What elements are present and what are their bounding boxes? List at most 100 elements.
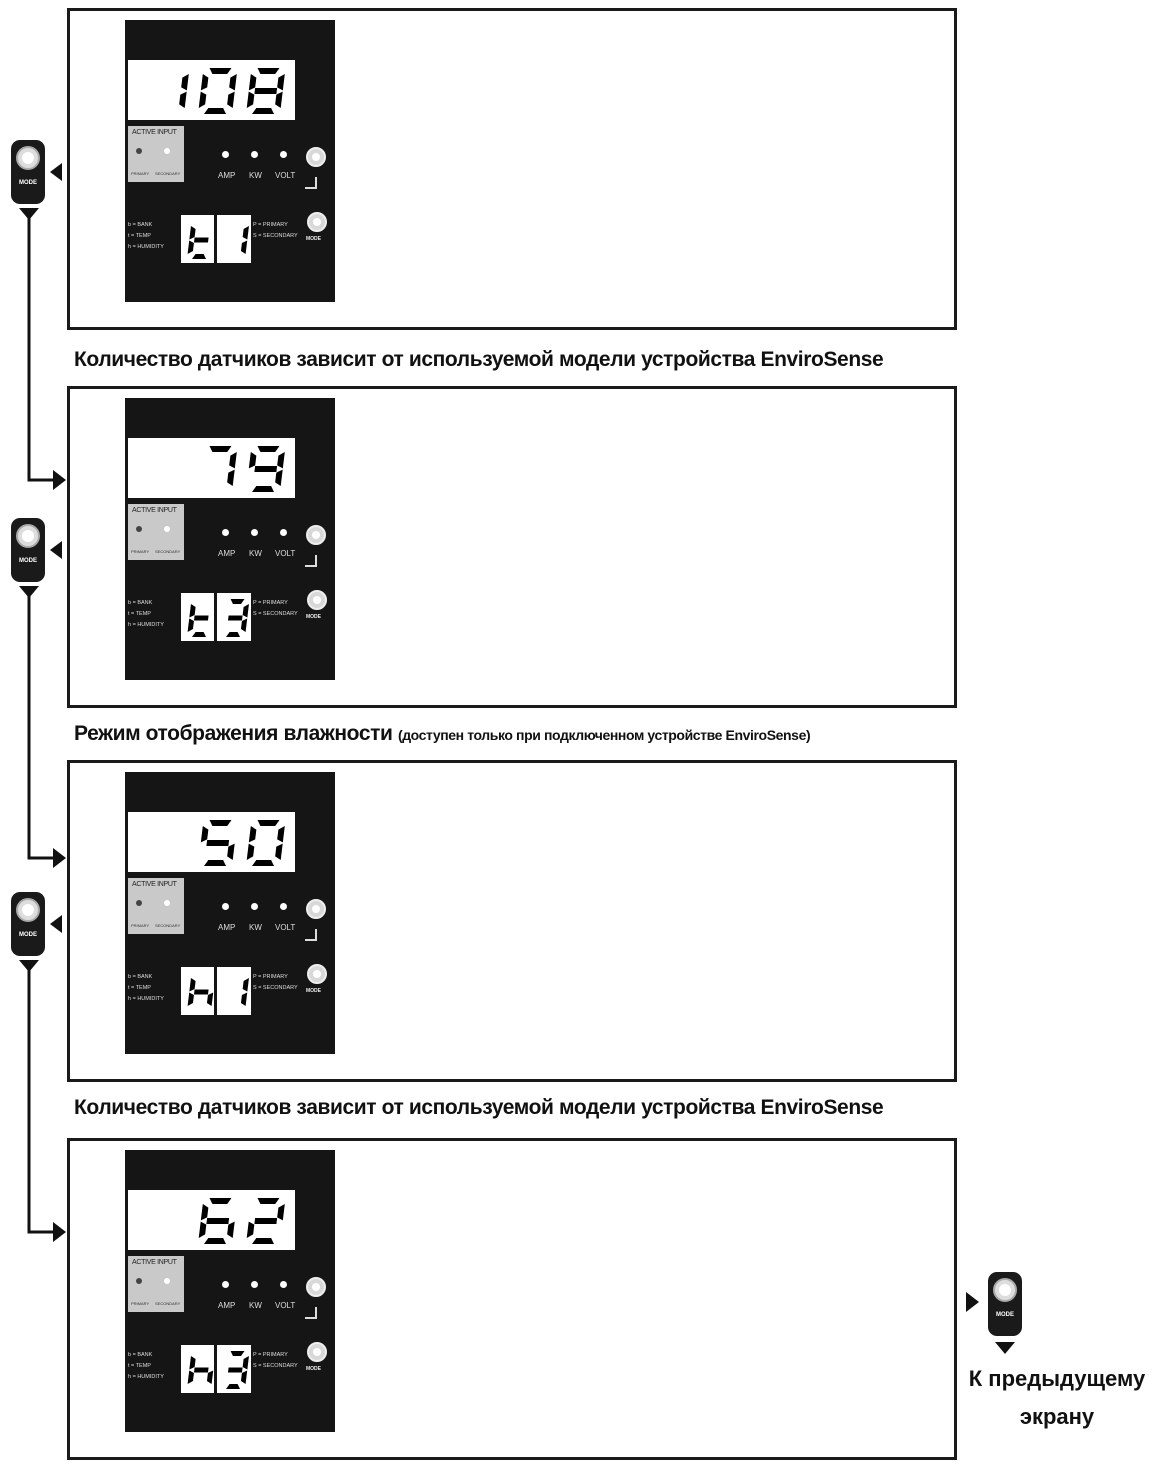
input-legend: P = PRIMARY S = SECONDARY bbox=[253, 600, 298, 617]
device-panel: ACTIVE INPUT PRIMARY SECONDARY AMP KW VO… bbox=[125, 398, 335, 680]
flow-line-1 bbox=[27, 210, 55, 482]
digit-segment-c bbox=[206, 1370, 214, 1384]
primary-led bbox=[136, 1278, 142, 1284]
digit-segment-b bbox=[277, 826, 285, 843]
digit-segment-b bbox=[242, 604, 249, 618]
digit-segment-c bbox=[240, 240, 248, 254]
digit-segment-e bbox=[246, 1221, 255, 1238]
digit-segment-f bbox=[189, 226, 196, 240]
digit-segment-c bbox=[240, 618, 248, 632]
mode-button-2[interactable]: MODE bbox=[11, 518, 45, 582]
mode-knob-icon[interactable] bbox=[307, 1342, 327, 1362]
main-display bbox=[128, 812, 295, 872]
select-knob-icon[interactable] bbox=[306, 525, 326, 545]
secondary-led bbox=[164, 900, 170, 906]
digit-segment-a bbox=[257, 1198, 280, 1204]
digit-segment-f bbox=[248, 452, 257, 469]
digit-segment-f bbox=[189, 978, 196, 992]
mode-button-3[interactable]: MODE bbox=[11, 892, 45, 956]
digit-segment-c bbox=[179, 91, 187, 108]
arrow-right-1 bbox=[53, 470, 66, 490]
digit-segment-d bbox=[204, 1238, 226, 1244]
mode-knob-icon[interactable] bbox=[307, 212, 327, 232]
digit-segment-f bbox=[248, 826, 257, 843]
kw-led bbox=[251, 903, 258, 910]
digit-segment-g bbox=[254, 88, 278, 94]
digit-segment-a bbox=[209, 68, 232, 74]
digit-segment-a bbox=[257, 68, 280, 74]
input-legend: P = PRIMARY S = SECONDARY bbox=[253, 222, 298, 239]
mode-knob-icon[interactable] bbox=[307, 590, 327, 610]
digit-segment-c bbox=[227, 469, 235, 486]
select-knob-icon[interactable] bbox=[306, 147, 326, 167]
small-display-digits bbox=[187, 1345, 249, 1393]
secondary-led bbox=[164, 148, 170, 154]
small-display bbox=[181, 1345, 251, 1393]
digit-segment-g bbox=[254, 1218, 278, 1224]
digit-segment-g bbox=[193, 615, 209, 621]
mode-button-icon bbox=[993, 1278, 1017, 1302]
digit-segment-e bbox=[187, 1370, 194, 1384]
bracket-icon bbox=[305, 929, 317, 941]
active-input-box: ACTIVE INPUT PRIMARY SECONDARY bbox=[128, 878, 184, 934]
input-legend: P = PRIMARY S = SECONDARY bbox=[253, 1352, 298, 1369]
screen-frame-3: ACTIVE INPUT PRIMARY SECONDARY AMP KW VO… bbox=[67, 760, 957, 1082]
small-display-digits bbox=[187, 967, 249, 1015]
active-input-box: ACTIVE INPUT PRIMARY SECONDARY bbox=[128, 1256, 184, 1312]
select-knob-icon[interactable] bbox=[306, 899, 326, 919]
mode-button-icon bbox=[16, 898, 40, 922]
digit-segment-e bbox=[187, 618, 194, 632]
kw-led bbox=[251, 529, 258, 536]
amp-led bbox=[222, 529, 229, 536]
select-knob-icon[interactable] bbox=[306, 1277, 326, 1297]
active-input-box: ACTIVE INPUT PRIMARY SECONDARY bbox=[128, 126, 184, 182]
digit-segment-d bbox=[192, 254, 206, 259]
small-display-divider bbox=[214, 1345, 217, 1393]
flow-line-2 bbox=[27, 588, 55, 860]
digit-segment-b bbox=[229, 74, 237, 91]
kw-led bbox=[251, 1281, 258, 1288]
mode-knob-icon[interactable] bbox=[307, 964, 327, 984]
digit-segment-g bbox=[193, 1367, 209, 1373]
device-panel: ACTIVE INPUT PRIMARY SECONDARY AMP KW VO… bbox=[125, 20, 335, 302]
digit-segment-b bbox=[229, 452, 237, 469]
digit-segment-e bbox=[187, 240, 194, 254]
digit-segment-e bbox=[246, 91, 255, 108]
amp-led bbox=[222, 1281, 229, 1288]
digit-segment-f bbox=[248, 74, 257, 91]
digit-segment-a bbox=[257, 446, 280, 452]
digit-segment-c bbox=[240, 992, 248, 1006]
digit-segment-c bbox=[206, 992, 214, 1006]
flow-line-3 bbox=[27, 962, 55, 1234]
digit-segment-d bbox=[192, 632, 206, 637]
primary-led bbox=[136, 526, 142, 532]
digit-segment-f bbox=[200, 1204, 209, 1221]
digit-segment-d bbox=[226, 632, 240, 637]
small-display bbox=[181, 215, 251, 263]
small-display bbox=[181, 593, 251, 641]
digit-segment-b bbox=[242, 226, 249, 240]
arrow-right-2 bbox=[53, 848, 66, 868]
digit-segment-c bbox=[240, 1370, 248, 1384]
arrow-left-1 bbox=[50, 163, 62, 181]
secondary-led bbox=[164, 1278, 170, 1284]
mode-button-1[interactable]: MODE bbox=[11, 140, 45, 204]
digit-segment-g bbox=[227, 615, 243, 621]
arrow-left-3 bbox=[50, 915, 62, 933]
digit-segment-f bbox=[189, 1356, 196, 1370]
digit-segment-g bbox=[193, 237, 209, 243]
digit-segment-b bbox=[277, 452, 285, 469]
digit-segment-d bbox=[204, 860, 226, 866]
digit-segment-c bbox=[227, 843, 235, 860]
active-input-box: ACTIVE INPUT PRIMARY SECONDARY bbox=[128, 504, 184, 560]
digit-segment-a bbox=[257, 820, 280, 826]
amp-led bbox=[222, 903, 229, 910]
digit-segment-d bbox=[226, 1384, 240, 1389]
arrow-left-2 bbox=[50, 541, 62, 559]
mode-button-prev[interactable]: MODE bbox=[988, 1272, 1022, 1336]
digit-segment-a bbox=[209, 820, 232, 826]
arrow-right-prev bbox=[966, 1292, 979, 1312]
bracket-icon bbox=[305, 177, 317, 189]
digit-segment-b bbox=[277, 74, 285, 91]
